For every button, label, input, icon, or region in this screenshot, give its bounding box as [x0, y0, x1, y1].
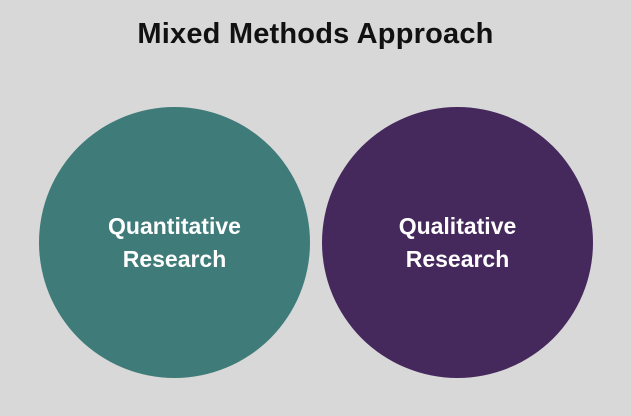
qualitative-research-circle: Qualitative Research [322, 107, 593, 378]
diagram-title: Mixed Methods Approach [137, 18, 494, 50]
quantitative-research-label: Quantitative Research [108, 212, 241, 272]
quantitative-research-circle: Quantitative Research [39, 107, 310, 378]
qualitative-research-label: Qualitative Research [398, 212, 517, 272]
